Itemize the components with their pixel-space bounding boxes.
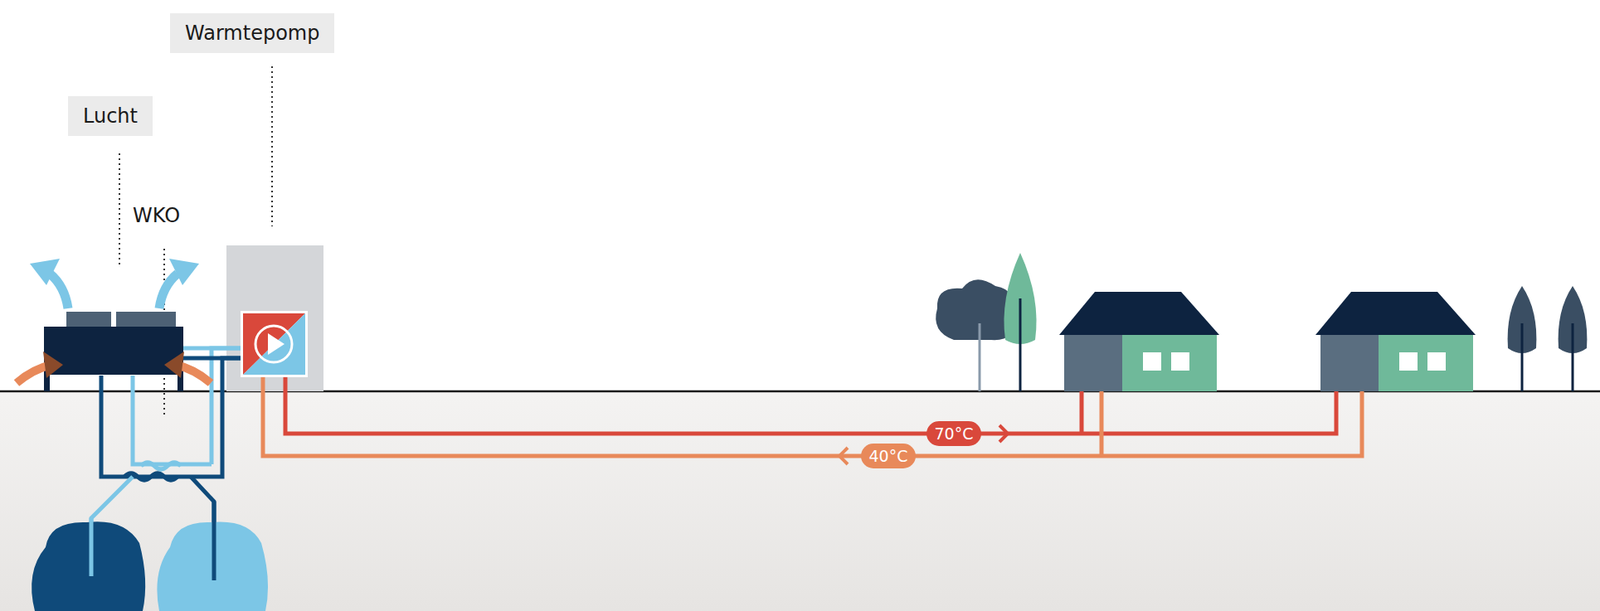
house <box>1059 291 1220 392</box>
temperature-pill: 40°C <box>860 443 917 469</box>
heat-pump-symbol <box>240 311 308 378</box>
label-text: Lucht <box>82 104 138 128</box>
leader-line <box>118 153 121 268</box>
temperature-pill: 70°C <box>926 421 983 447</box>
callout-box: Lucht <box>68 96 153 137</box>
air-flow-arrows <box>16 258 211 384</box>
air-unit <box>43 311 241 392</box>
callout-label: WKO <box>132 204 180 228</box>
trees <box>935 252 1587 392</box>
label-text: 40°C <box>869 447 909 466</box>
heat-pump-cabinet <box>226 245 324 392</box>
callout-box: Warmtepomp <box>170 13 335 54</box>
label-text: Warmtepomp <box>184 21 320 45</box>
aquifer-warm <box>31 521 146 611</box>
leader-line <box>271 66 273 227</box>
label-text: 70°C <box>934 424 974 443</box>
house <box>1315 291 1476 392</box>
